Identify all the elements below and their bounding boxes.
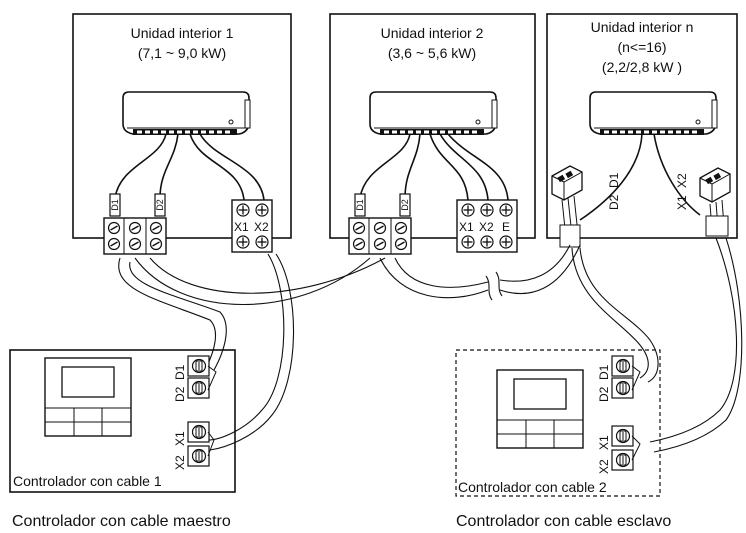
- controller-2-d2-label: D2: [597, 386, 611, 402]
- communication-cables: [118, 237, 743, 453]
- unit-2-x1-label: X1: [459, 220, 474, 234]
- unit-1-title: Unidad interior 1: [131, 25, 234, 41]
- unit-n-x-plug: [699, 167, 731, 203]
- unit-2-x-terminal-block: X1 X2 E: [456, 199, 518, 253]
- controller-1-terminals: [187, 355, 210, 467]
- indoor-unit-1-icon: [122, 91, 251, 136]
- unit-2-title: Unidad interior 2: [381, 25, 484, 41]
- controller-1-d1-label: D1: [173, 364, 187, 380]
- controller-2-icon: [496, 369, 584, 449]
- unit-2-e-label: E: [502, 220, 510, 234]
- indoor-unit-n-icon: [589, 91, 718, 136]
- controller-2-x1-label: X1: [597, 435, 611, 450]
- unit-n-d2-label: D2: [607, 194, 621, 210]
- unit-n-d-plug: [551, 165, 583, 201]
- unit-n-capacity: (2,2/2,8 kW ): [602, 59, 682, 75]
- unit-2-capacity: (3,6 ~ 5,6 kW): [388, 45, 476, 61]
- unit-1-capacity: (7,1 ~ 9,0 kW): [138, 45, 226, 61]
- controller-2-frame: [455, 349, 661, 497]
- unit-n-title: Unidad interior n: [591, 19, 694, 35]
- unit-2-d2-tag: D2: [400, 199, 410, 211]
- controller-1-x2-label: X2: [173, 455, 187, 470]
- controller-1-caption: Controlador con cable maestro: [12, 513, 231, 530]
- controller-1-frame: [9, 349, 236, 493]
- unit-1-x-terminal-block: X1 X2: [231, 199, 273, 253]
- unit-1-d1-tag: D1: [110, 199, 120, 211]
- controller-2-box-label: Controlador con cable 2: [458, 479, 607, 495]
- unit-2-d-terminal-block: [348, 217, 412, 255]
- controller-2-d1-label: D1: [597, 364, 611, 380]
- unit-n-d1-label: D1: [607, 172, 621, 188]
- unit-n-count: (n<=16): [617, 39, 666, 55]
- controller-2-caption: Controlador con cable esclavo: [456, 513, 671, 530]
- unit-2-d1-tag: D1: [355, 199, 365, 211]
- indoor-unit-2-icon: [369, 91, 498, 136]
- indoor-unit-1-box: [72, 13, 292, 239]
- controller-2-x2-label: X2: [597, 459, 611, 474]
- indoor-unit-2-box: [329, 13, 536, 239]
- unit-1-d2-tag: D2: [155, 199, 165, 211]
- controller-1-icon: [44, 357, 132, 437]
- controller-1-x1-label: X1: [173, 431, 187, 446]
- controller-1-d2-label: D2: [173, 386, 187, 402]
- unit-1-x2-label: X2: [254, 220, 269, 234]
- unit-1-x1-label: X1: [234, 220, 249, 234]
- unit-n-x1-label: X1: [675, 195, 689, 210]
- unit-n-x2-label: X2: [675, 173, 689, 188]
- indoor-unit-n-box: [546, 13, 738, 239]
- controller-2-terminals: [611, 355, 634, 471]
- unit-1-d-terminal-block: [103, 217, 167, 255]
- controller-1-box-label: Controlador con cable 1: [13, 473, 162, 489]
- unit-2-x2-label: X2: [479, 220, 494, 234]
